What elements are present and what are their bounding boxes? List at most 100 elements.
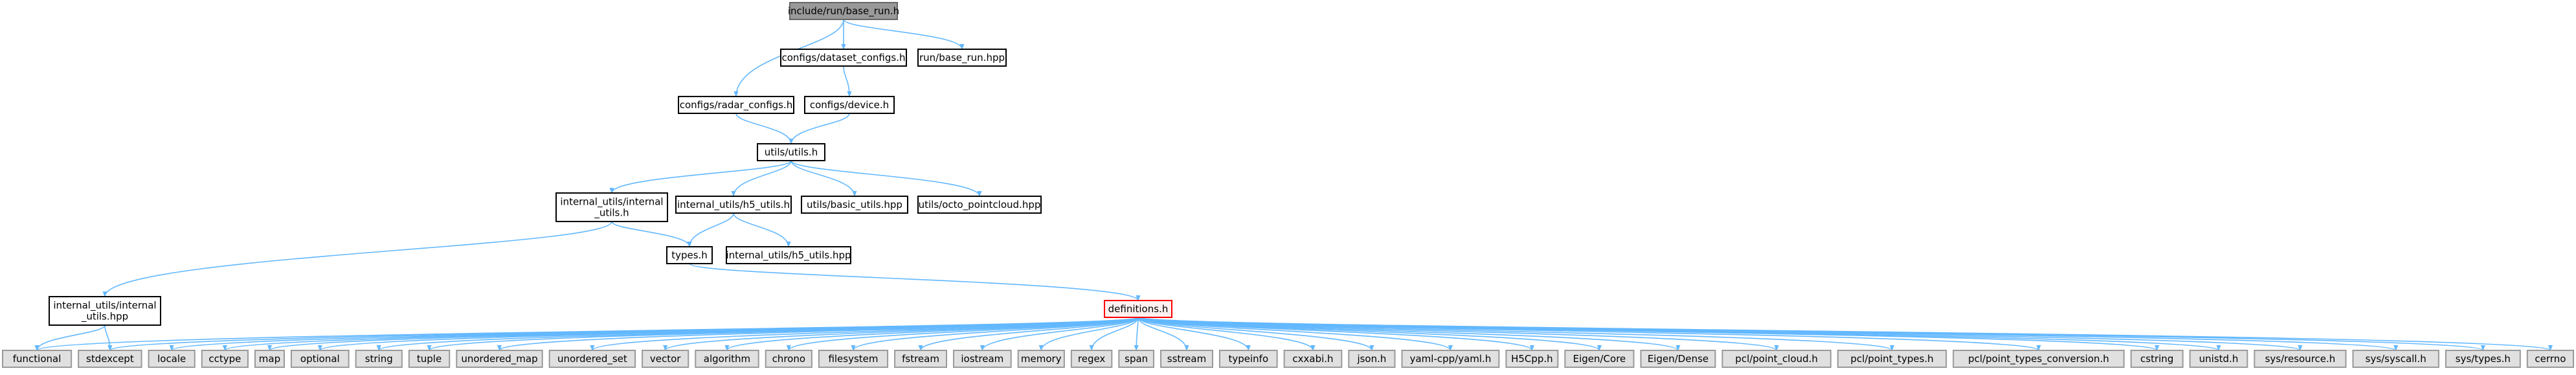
node-cctype[interactable]: cctype [201, 350, 249, 368]
node-basic-utils[interactable]: utils/basic_utils.hpp [801, 196, 908, 214]
node-box [548, 350, 636, 368]
node-locale[interactable]: locale [148, 350, 196, 368]
edge-internal_utils_hpp-to-functional [34, 324, 106, 351]
edge-internal_utils_h-to-types [611, 221, 692, 247]
node-root[interactable]: include/run/base_run.h [788, 2, 899, 20]
node-box [780, 49, 907, 67]
node-box [1017, 350, 1065, 368]
node-sys-syscall[interactable]: sys/syscall.h [2352, 350, 2439, 368]
node-optional[interactable]: optional [290, 350, 350, 368]
node-label: tuple [417, 353, 442, 365]
node-label: run/base_run.hpp [919, 52, 1005, 64]
node-sys-types[interactable]: sys/types.h [2445, 350, 2521, 368]
node-dataset-configs[interactable]: configs/dataset_configs.h [780, 49, 907, 67]
node-box [1348, 350, 1396, 368]
edge-definitions-to-typeinfo [1137, 317, 1251, 351]
node-memory[interactable]: memory [1017, 350, 1065, 368]
node-label: sstream [1167, 353, 1206, 365]
node-base-run-hpp[interactable]: run/base_run.hpp [917, 49, 1007, 67]
node-label: internal_utils/internal [53, 300, 156, 312]
node-unordered-set[interactable]: unordered_set [548, 350, 636, 368]
node-internal-utils-h[interactable]: internal_utils/internal_utils.h [555, 192, 668, 222]
node-label: unordered_map [461, 353, 537, 365]
node-yaml[interactable]: yaml-cpp/yaml.h [1401, 350, 1500, 368]
node-label: internal_utils/h5_utils.h [677, 199, 790, 211]
node-vector[interactable]: vector [642, 350, 689, 368]
node-label: _utils.h [594, 207, 629, 220]
edge-internal_utils_h-to-internal_utils_hpp [102, 221, 612, 297]
node-eigen-dense[interactable]: Eigen/Dense [1640, 350, 1716, 368]
edge-types-to-definitions [689, 263, 1141, 301]
node-box [2526, 350, 2575, 368]
edge-definitions-to-iostream [980, 317, 1139, 351]
node-box [818, 350, 889, 368]
node-algorithm[interactable]: algorithm [695, 350, 759, 368]
node-box [801, 196, 908, 214]
node-filesystem[interactable]: filesystem [818, 350, 889, 368]
node-label: cerrno [2535, 353, 2566, 365]
node-octo-pointcloud[interactable]: utils/octo_pointcloud.hpp [917, 196, 1042, 214]
node-cstring[interactable]: cstring [2130, 350, 2184, 368]
node-label: optional [300, 353, 340, 365]
node-fstream[interactable]: fstream [894, 350, 947, 368]
node-unordered-map[interactable]: unordered_map [456, 350, 543, 368]
node-span[interactable]: span [1118, 350, 1155, 368]
node-stdexcept[interactable]: stdexcept [78, 350, 142, 368]
node-h5-utils-hpp[interactable]: internal_utils/h5_utils.hpp [726, 246, 851, 264]
node-cxxabi[interactable]: cxxabi.h [1283, 350, 1343, 368]
node-box [2189, 350, 2248, 368]
node-pcl-point-types[interactable]: pcl/point_types.h [1837, 350, 1947, 368]
node-pcl-point-types-conversion[interactable]: pcl/point_types_conversion.h [1953, 350, 2125, 368]
node-box [726, 246, 851, 264]
node-definitions[interactable]: definitions.h [1104, 300, 1172, 318]
node-string[interactable]: string [355, 350, 403, 368]
node-box [1640, 350, 1716, 368]
node-box [2254, 350, 2347, 368]
node-sys-resource[interactable]: sys/resource.h [2254, 350, 2347, 368]
node-box [894, 350, 947, 368]
node-label: typeinfo [1228, 353, 1268, 365]
node-box [917, 49, 1007, 67]
node-box [789, 2, 898, 20]
node-cerrno[interactable]: cerrno [2526, 350, 2575, 368]
node-box [804, 96, 895, 114]
node-unistd[interactable]: unistd.h [2189, 350, 2248, 368]
edge-definitions-to-fstream [918, 317, 1139, 351]
node-eigen-core[interactable]: Eigen/Core [1564, 350, 1635, 368]
node-h5cpp[interactable]: H5Cpp.h [1505, 350, 1559, 368]
node-h5-utils-h[interactable]: internal_utils/h5_utils.h [675, 196, 792, 214]
edge-utils-to-h5_utils_h [731, 160, 792, 197]
node-label: vector [650, 353, 681, 365]
node-chrono[interactable]: chrono [765, 350, 812, 368]
node-label: _utils.hpp [81, 311, 128, 323]
node-label: iostream [961, 353, 1003, 365]
node-label: stdexcept [86, 353, 134, 365]
node-functional[interactable]: functional [2, 350, 73, 368]
node-types[interactable]: types.h [666, 246, 713, 264]
node-label: sys/resource.h [2265, 353, 2336, 365]
node-json[interactable]: json.h [1348, 350, 1396, 368]
node-map[interactable]: map [254, 350, 285, 368]
node-sstream[interactable]: sstream [1160, 350, 1213, 368]
node-box [49, 296, 161, 326]
node-box [1070, 350, 1113, 368]
node-internal-utils-hpp[interactable]: internal_utils/internal_utils.hpp [49, 296, 161, 326]
node-label: regex [1078, 353, 1106, 365]
node-radar-configs[interactable]: configs/radar_configs.h [678, 96, 794, 114]
node-box [642, 350, 689, 368]
edge-definitions-to-memory [1038, 317, 1139, 351]
node-regex[interactable]: regex [1070, 350, 1113, 368]
node-label: configs/device.h [810, 99, 889, 111]
node-label: utils/utils.h [765, 146, 818, 158]
node-box [917, 196, 1042, 214]
node-utils[interactable]: utils/utils.h [757, 143, 825, 161]
node-label: pcl/point_types.h [1850, 353, 1933, 365]
node-label: unistd.h [2199, 353, 2239, 365]
node-tuple[interactable]: tuple [408, 350, 451, 368]
node-device[interactable]: configs/device.h [804, 96, 895, 114]
edge-h5_utils_h-to-h5_utils_hpp [733, 212, 791, 247]
node-iostream[interactable]: iostream [953, 350, 1012, 368]
node-typeinfo[interactable]: typeinfo [1218, 350, 1278, 368]
node-box [148, 350, 196, 368]
node-pcl-point-cloud[interactable]: pcl/point_cloud.h [1721, 350, 1831, 368]
